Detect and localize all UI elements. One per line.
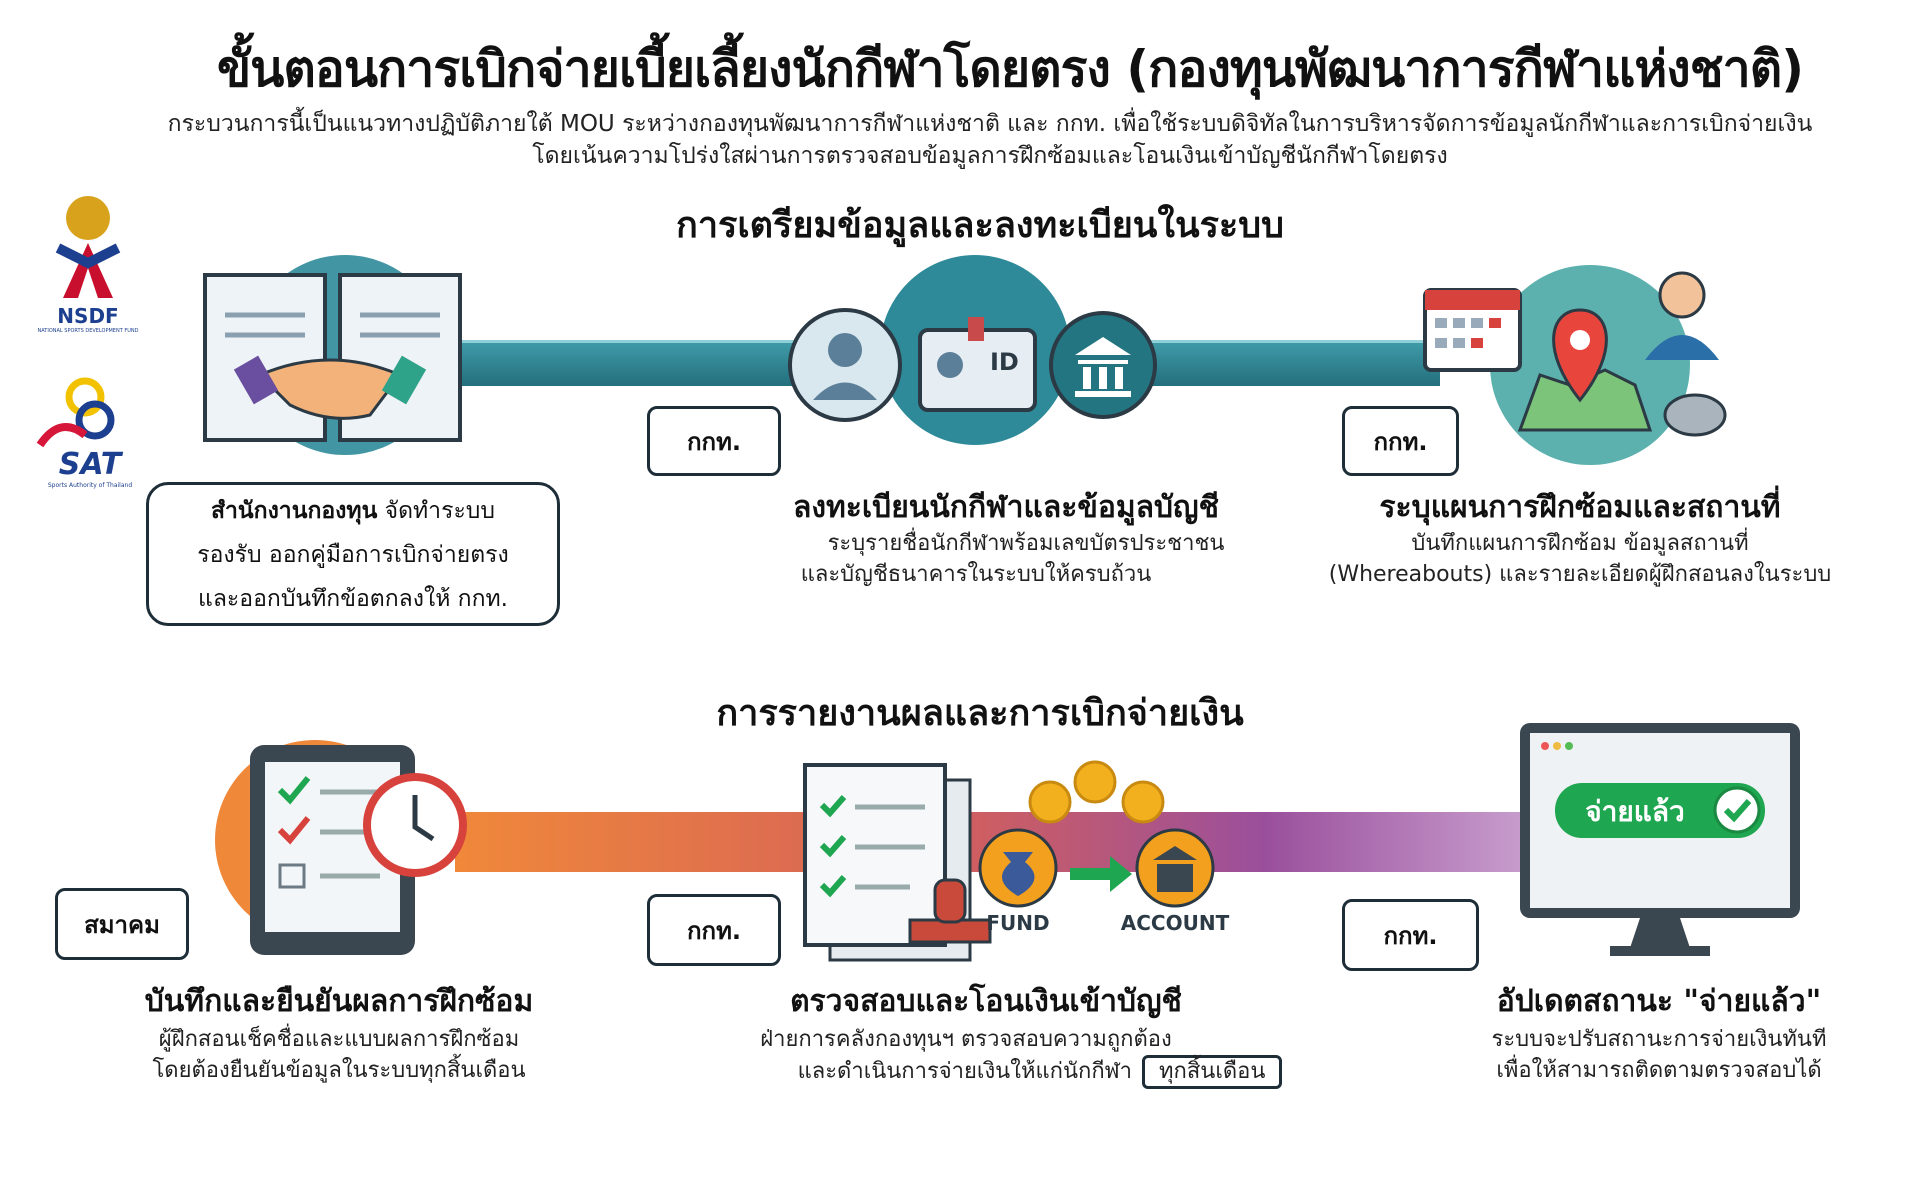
monthly-badge: ทุกสิ้นเดือน [1142, 1055, 1283, 1089]
subtitle-line-1: กระบวนการนี้เป็นแนวทางปฏิบัติภายใต้ MOU … [167, 111, 1813, 137]
step1-line3: และออกบันทึกข้อตกลงให้ กกท. [198, 586, 508, 612]
sat-logo: SAT Sports Authority of Thailand [30, 375, 150, 505]
step3-title: ระบุแผนการฝึกซ้อมและสถานที่ [1379, 490, 1781, 525]
step2-desc-2: และบัญชีธนาคารในระบบให้ครบถ้วน [800, 562, 1152, 587]
step6-desc-1: ระบบจะปรับสถานะการจ่ายเงินทันที [1491, 1027, 1827, 1052]
nsdf-logo-text: NSDF [57, 304, 119, 328]
tablet-checklist-clock-icon [215, 740, 467, 955]
step2-title: ลงทะเบียนนักกีฬาและข้อมูลบัญชี [793, 490, 1219, 525]
fund-to-account-transfer-icon: FUND ACCOUNT [978, 760, 1230, 935]
page-title: ขั้นตอนการเบิกจ่ายเบี้ยเลี้ยงนักกีฬาโดยต… [216, 40, 1804, 98]
step4-desc-2: โดยต้องยืนยันข้อมูลในระบบทุกสิ้นเดือน [152, 1058, 526, 1083]
actor-label-sat-step3: กกท. [1342, 406, 1459, 476]
document-stamp-icon [803, 763, 992, 962]
step5-desc-2-row: และดำเนินการจ่ายเงินให้แก่นักกีฬา ทุกสิ้น… [720, 1055, 1360, 1089]
step-fund-office-prepare-system: สำนักงานกองทุน จัดทำระบบ รองรับ ออกคู่มื… [146, 482, 560, 626]
account-label: ACCOUNT [1121, 911, 1230, 935]
sat-logo-text: SAT [58, 447, 122, 482]
step5-desc-1: ฝ่ายการคลังกองทุนฯ ตรวจสอบความถูกต้อง [760, 1027, 1172, 1052]
step5-desc-2: และดำเนินการจ่ายเงินให้แก่นักกีฬา [797, 1059, 1133, 1084]
step1-actor: สำนักงานกองทุน [210, 498, 378, 524]
step4-desc-1: ผู้ฝึกสอนเช็คชื่อและแบบผลการฝึกซ้อม [158, 1027, 520, 1052]
training-plan-location-coach-icons [1423, 265, 1727, 465]
athlete-id-bank-icons: ID [788, 255, 1157, 445]
step1-line2: รองรับ ออกคู่มือการเบิกจ่ายตรง [197, 542, 509, 568]
nsdf-logo: NSDF NATIONAL SPORTS DEVELOPMENT FUND [28, 188, 148, 348]
actor-label-sat-step5: กกท. [647, 894, 781, 966]
step6-title: อัปเดตสถานะ "จ่ายแล้ว" [1496, 984, 1822, 1019]
step5-title: ตรวจสอบและโอนเงินเข้าบัญชี [790, 984, 1182, 1019]
nsdf-logo-subtext: NATIONAL SPORTS DEVELOPMENT FUND [37, 328, 139, 334]
step4-title: บันทึกและยืนยันผลการฝึกซ้อม [144, 984, 534, 1019]
paid-status-text: จ่ายแล้ว [1585, 795, 1684, 828]
step6-desc-2: เพื่อให้สามารถติดตามตรวจสอบได้ [1496, 1058, 1822, 1083]
subtitle-line-2: โดยเน้นความโปร่งใสผ่านการตรวจสอบข้อมูลกา… [532, 143, 1448, 169]
sat-logo-subtext: Sports Authority of Thailand [47, 482, 133, 489]
section-heading-preparation: การเตรียมข้อมูลและลงทะเบียนในระบบ [676, 205, 1284, 246]
step3-desc-1: บันทึกแผนการฝึกซ้อม ข้อมูลสถานที่ [1411, 531, 1749, 556]
monitor-paid-status-icon: จ่ายแล้ว [1520, 723, 1800, 956]
actor-label-association: สมาคม [55, 888, 189, 960]
step3-desc-2: (Whereabouts) และรายละเอียดผู้ฝึกสอนลงใน… [1328, 562, 1832, 587]
agreement-documents-handshake-icon [203, 255, 462, 455]
step2-desc-1: ระบุรายชื่อนักกีฬาพร้อมเลขบัตรประชาชน [827, 531, 1225, 556]
fund-label: FUND [986, 911, 1049, 935]
actor-label-sat-step6: กกท. [1342, 899, 1479, 971]
step1-line1: จัดทำระบบ [377, 498, 496, 524]
id-card-text: ID [990, 348, 1019, 376]
actor-label-sat-step2: กกท. [647, 406, 781, 476]
section-heading-reporting-payment: การรายงานผลและการเบิกจ่ายเงิน [716, 693, 1244, 734]
